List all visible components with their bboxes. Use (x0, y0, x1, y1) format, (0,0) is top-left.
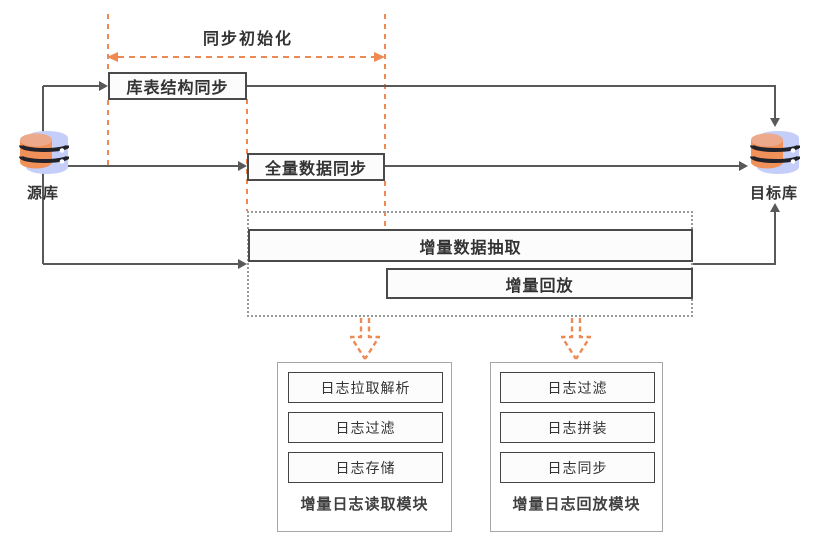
schema-sync-node: 库表结构同步 (108, 72, 247, 100)
arrowhead-icon (99, 81, 108, 91)
incremental-extract-label: 增量数据抽取 (419, 239, 522, 257)
incremental-dashed-container (247, 211, 693, 317)
connector-incremental-to-target (692, 263, 776, 265)
module-item: 日志拼装 (500, 412, 655, 443)
phase-dashed-line-right (384, 14, 386, 153)
module-item-label: 日志同步 (547, 459, 608, 476)
module-item-label: 日志拉取解析 (320, 379, 411, 396)
sync-init-range-arrow (118, 56, 375, 58)
log-reader-module: 日志拉取解析 日志过滤 日志存储 增量日志读取模块 (277, 362, 452, 532)
connector-schema-to-target (774, 86, 776, 119)
phase-dashed-line-right (384, 181, 386, 229)
source-database-label: 源库 (26, 185, 59, 202)
arrow-right-icon (374, 52, 385, 62)
arrowhead-icon (770, 118, 780, 127)
connector-to-full-sync (68, 165, 238, 167)
schema-sync-label: 库表结构同步 (126, 80, 229, 97)
incremental-replay-label: 增量回放 (505, 277, 574, 295)
arrowhead-icon (739, 161, 748, 171)
connector-to-schema-sync (43, 85, 99, 87)
target-database-icon (748, 128, 801, 177)
module-item: 日志过滤 (500, 372, 655, 403)
incremental-extract-node: 增量数据抽取 (248, 229, 693, 262)
target-database-label: 目标库 (749, 185, 798, 202)
connector-schema-to-target (245, 85, 776, 87)
connector-full-to-target (383, 165, 739, 167)
connector-incremental-to-target (774, 212, 776, 265)
module-item-label: 日志拼装 (547, 419, 608, 436)
arrow-left-icon (107, 52, 118, 62)
connector-to-incremental (43, 263, 238, 265)
full-sync-node: 全量数据同步 (247, 153, 385, 181)
down-arrow-icon (348, 317, 382, 361)
full-sync-label: 全量数据同步 (264, 161, 367, 178)
down-arrow-icon (559, 317, 593, 361)
log-replay-module-label: 增量日志回放模块 (512, 496, 641, 513)
source-database-icon (17, 128, 70, 177)
module-item-label: 日志存储 (335, 459, 396, 476)
arrowhead-icon (770, 203, 780, 212)
sync-init-label: 同步初始化 (202, 31, 293, 48)
module-item: 日志存储 (288, 452, 443, 483)
module-item-label: 日志过滤 (335, 419, 396, 436)
log-reader-module-label: 增量日志读取模块 (300, 496, 429, 513)
module-item: 日志拉取解析 (288, 372, 443, 403)
phase-dashed-line-left (107, 14, 109, 72)
phase-dashed-line-left (107, 100, 109, 166)
connector-source-trunk (42, 86, 44, 264)
module-item: 日志过滤 (288, 412, 443, 443)
arrowhead-icon (238, 161, 247, 171)
arrowhead-icon (238, 259, 247, 269)
module-item-label: 日志过滤 (547, 379, 608, 396)
incremental-replay-node: 增量回放 (386, 268, 693, 299)
log-replay-module: 日志过滤 日志拼装 日志同步 增量日志回放模块 (490, 362, 663, 532)
module-item: 日志同步 (500, 452, 655, 483)
